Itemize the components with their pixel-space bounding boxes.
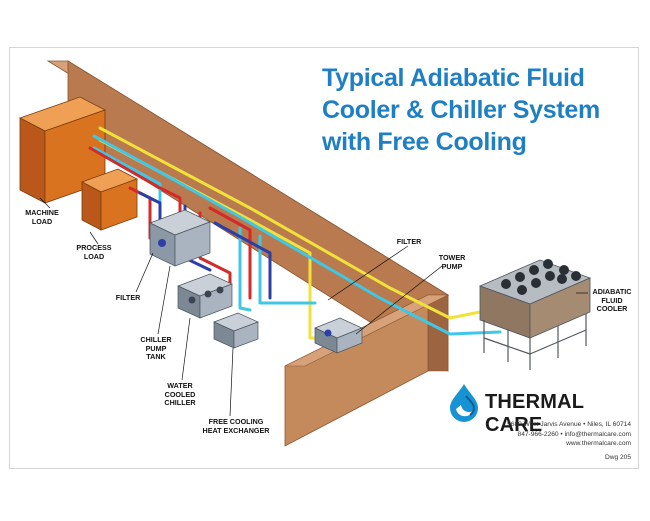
- wall: [46, 60, 450, 447]
- chiller-pump-tank: [149, 209, 211, 267]
- drawing-number: Dwg 205: [604, 454, 631, 461]
- machine-load-box: [18, 96, 107, 204]
- title-line-1: Typical Adiabatic Fluid: [322, 64, 585, 92]
- title-line-3: with Free Cooling: [322, 128, 527, 156]
- diagram-poster: Typical Adiabatic Fluid Cooler & Chiller…: [9, 47, 639, 469]
- website-text: www.thermalcare.com: [566, 440, 631, 447]
- address-text: 5680 West Jarvis Avenue • Niles, IL 6071…: [507, 421, 631, 428]
- tower-pump-skid: [314, 317, 363, 354]
- leader-lines: [39, 197, 588, 417]
- contact-text: 847-966-2260 • info@thermalcare.com: [517, 430, 631, 438]
- free-cooling-heat-exchanger: [213, 312, 259, 349]
- water-cooled-chiller: [177, 273, 233, 319]
- process-load-box: [81, 168, 138, 231]
- label-filter-left: FILTER: [115, 293, 141, 302]
- adiabatic-fluid-cooler: [478, 259, 592, 370]
- brand-contact: 5680 West Jarvis Avenue • Niles, IL 6071…: [441, 420, 631, 449]
- brand-block: THERMAL CARE 5680 West Jarvis Avenue • N…: [442, 374, 637, 468]
- title-line-2: Cooler & Chiller System: [322, 96, 600, 124]
- brand-name: THERMAL CARE: [485, 391, 584, 436]
- label-filter-right: FILTER: [396, 237, 422, 246]
- system-diagram: [18, 60, 592, 447]
- thermal-care-logo-icon: [450, 384, 478, 422]
- diagram-title: Typical Adiabatic Fluid Cooler & Chiller…: [322, 62, 632, 158]
